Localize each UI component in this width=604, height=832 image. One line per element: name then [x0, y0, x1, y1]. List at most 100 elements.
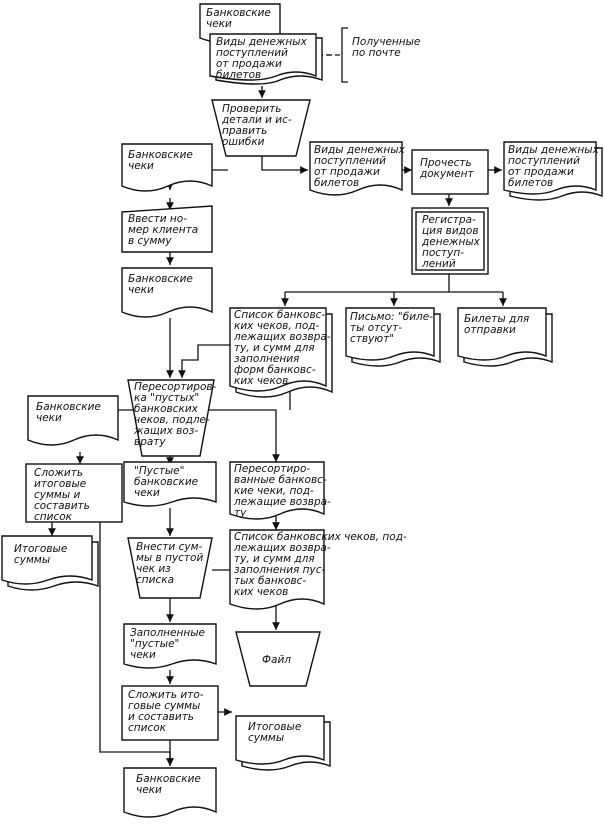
node-label-line: говые суммы	[128, 700, 200, 712]
node-label-line: лежащие возвра-	[233, 496, 331, 508]
node-label-line: Письмо: "биле-	[350, 311, 433, 323]
node-label-line: по почте	[352, 47, 401, 59]
node-n19-text: Пересортиро-ванные банковс-кие чеки, под…	[233, 463, 331, 519]
node-label-line: Сложить ито-	[128, 689, 204, 701]
node-return-checks-list: Список банковс-ких чеков, под-лежащих во…	[229, 307, 333, 398]
connector-n4-n6	[261, 155, 308, 174]
node-label-line: чеки	[36, 412, 62, 424]
node-label-line: от продажи	[314, 166, 380, 178]
node-label-line: ту, и сумм для	[234, 553, 315, 565]
node-label-line: жащих воз-	[133, 425, 198, 437]
node-label-line: от продажи	[508, 166, 574, 178]
node-label-line: Список банковских чеков, под-	[234, 531, 407, 543]
node-label-line: Банковские	[206, 7, 271, 19]
node-file: Файл	[235, 631, 321, 687]
node-label-line: Виды денежных	[314, 144, 406, 156]
node-label-line: и составить	[128, 711, 194, 723]
node-label-line: чеки	[128, 284, 154, 296]
node-label-line: Виды денежных	[508, 144, 600, 156]
node-label-line: поступ-	[422, 247, 464, 259]
node-label-line: "Пустые"	[134, 465, 184, 477]
node-label-line: Итоговые	[248, 721, 301, 733]
node-label-line: Регистра-	[422, 214, 476, 226]
node-return-checks-list-2: Список банковских чеков, под-лежащих воз…	[229, 529, 407, 610]
connector-n15-right	[208, 409, 280, 462]
node-label-line: суммы	[14, 554, 50, 566]
node-label-line: Проверить	[222, 103, 281, 115]
connector-n12-n15	[178, 344, 270, 378]
node-label-line: ствуют"	[350, 333, 394, 345]
node-label-line: ту, и сумм для	[234, 342, 315, 354]
node-label-line: итоговые	[34, 478, 86, 490]
node-label-line: лежащих возвра-	[233, 542, 331, 554]
node-label-line: банковских	[134, 403, 199, 415]
node-label-line: мер клиента	[128, 224, 198, 236]
node-label-line: список	[34, 511, 73, 523]
node-label-line: Внести сум-	[136, 541, 202, 553]
node-label-line: чеков, подле-	[134, 414, 210, 426]
node-label-line: отправки	[464, 324, 516, 336]
node-label-line: заполнения пус-	[234, 564, 326, 576]
connector-mail-brace	[341, 27, 348, 83]
node-label-line: Банковские	[128, 149, 193, 161]
node-label-line: поступлений	[508, 155, 580, 167]
node-label-line: тых банковс-	[234, 575, 306, 587]
node-label-line: ты отсут-	[350, 322, 402, 334]
node-label-line: списка	[136, 574, 174, 586]
node-label-line: Файл	[262, 654, 291, 666]
node-label-line: билетов	[314, 177, 359, 189]
node-label-line: суммы и	[34, 489, 80, 501]
node-label-line: врату	[134, 436, 166, 448]
node-n24-text: Заполненные"пустые"чеки	[130, 627, 205, 661]
node-label-line: Заполненные	[130, 627, 205, 639]
node-label-line: ких чеков	[234, 375, 288, 387]
node-label-line: ошибки	[222, 136, 265, 148]
node-label-line: банковские	[134, 476, 198, 488]
node-label-line: Сложить	[34, 467, 83, 479]
node-label-line: ция видов	[422, 225, 479, 237]
node-label-line: чеки	[130, 649, 156, 661]
node-label-line: от продажи	[216, 58, 282, 70]
node-label-line: Пересортиро-	[234, 463, 310, 475]
node-label-line: ванные банковс-	[234, 474, 327, 486]
node-label-line: Ввести но-	[128, 213, 187, 225]
node-label-line: Список банковс-	[234, 309, 325, 321]
node-label-line: Билеты для	[464, 313, 529, 325]
node-label-line: чеки	[128, 160, 154, 172]
node-label-line: в сумму	[128, 235, 172, 247]
node-label-line: билетов	[216, 69, 261, 81]
node-label-line: мы в пустой	[136, 552, 203, 564]
node-label-line: Пересортиров-	[134, 381, 217, 393]
node-label-line: заполнения	[234, 353, 299, 365]
node-label-line: суммы	[248, 732, 284, 744]
